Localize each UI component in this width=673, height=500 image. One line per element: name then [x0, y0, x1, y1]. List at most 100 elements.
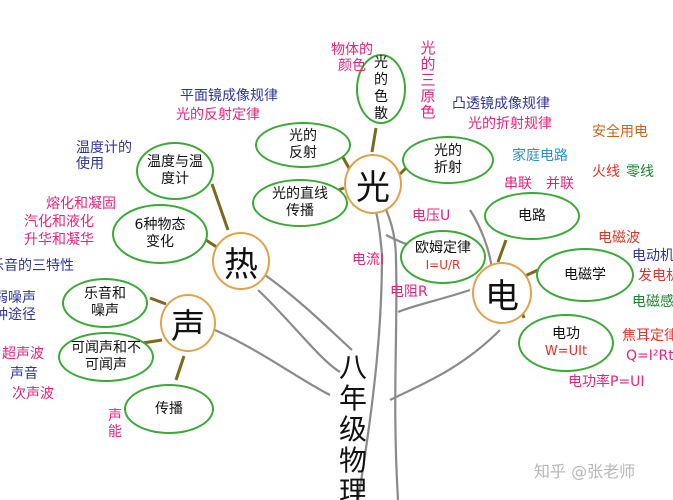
node-dian-dianci-text: 电磁学 [564, 266, 606, 283]
note-fadianji: 发电机 [638, 268, 673, 284]
trunk-split [389, 329, 501, 401]
node-dian-dianlu: 电路 [484, 192, 580, 240]
note-dianzu-text: 电阻R [390, 284, 428, 300]
trunk-left [356, 254, 384, 500]
node-sheng-kewen: 可闻声和不可闻声 [58, 332, 154, 382]
note-chaosheng: 超声波 [2, 346, 44, 362]
note-jiating: 家庭电路 [512, 148, 568, 164]
note-ronghua-text: 熔化和凝固 [46, 196, 116, 212]
note-chuanlian: 串联 [504, 176, 532, 192]
note-cisheng: 次声波 [12, 386, 54, 402]
node-sheng-yueyin: 乐音和噪声 [62, 278, 148, 328]
note-tutoujing-text: 凸透镜成像规律 [452, 96, 550, 112]
main-node-sheng-label: 声 [171, 306, 205, 347]
page-title-text: 八年级物理 [338, 351, 367, 500]
note-pingmianjing: 平面镜成像规律 [180, 88, 278, 104]
note-dianzu: 电阻R [390, 284, 428, 300]
note-fadianji-text: 发电机 [638, 268, 673, 284]
node-guang-zhixian: 光的直线传播 [252, 179, 348, 227]
note-sanxing: 乐音的三特性 [0, 258, 74, 274]
note-dianya-text: 电压U [412, 208, 451, 224]
main-node-dian: 电 [472, 262, 532, 324]
note-lingxian-text: 零线 [626, 164, 654, 180]
note-jiaoer-text: 焦耳定律 [622, 328, 673, 344]
watermark: 知乎 @张老师 [534, 458, 635, 482]
note-binglian-text: 并联 [546, 176, 574, 192]
node-dian-dianci: 电磁学 [536, 248, 634, 302]
note-ruozao-text: 减弱噪声 [0, 290, 36, 306]
note-diandongji-text: 电动机 [632, 248, 673, 264]
node-guang-sese-text: 光的色散 [374, 55, 388, 122]
note-dianya: 电压U [412, 208, 450, 224]
conn-yueyin [149, 296, 167, 306]
note-chuanlian-text: 串联 [504, 176, 532, 192]
note-huoxian-text: 火线 [592, 164, 620, 180]
node-guang-fanshe: 光的反射 [255, 122, 351, 168]
note-diandongji: 电动机 [632, 248, 673, 264]
node-sheng-chuanbo-text: 传播 [155, 400, 183, 417]
branch-re [264, 274, 353, 351]
node-dian-diangong-text: 电功 [552, 326, 580, 342]
note-wuti-text: 物体的颜色 [331, 42, 373, 74]
note-sanzhong-text: 三种途径 [0, 307, 36, 323]
page-title: 八年级物理 [336, 352, 370, 500]
node-guang-fanshe-text: 光的反射 [289, 128, 317, 161]
note-gonglv: 电功率P=UI [568, 374, 645, 390]
node-dian-oumu-text: 欧姆定律 [415, 240, 471, 256]
note-dianliu: 电流I [352, 252, 384, 268]
note-zheshe-guilv: 光的折射规律 [468, 116, 552, 132]
note-jiaoer: 焦耳定律 [622, 328, 673, 344]
note-pingmianjing-text: 平面镜成像规律 [180, 88, 278, 104]
branch-dian [397, 288, 471, 314]
main-node-dian-label: 电 [485, 276, 519, 317]
main-node-guang: 光 [344, 154, 402, 214]
note-fanshe-dinglv: 光的反射定律 [176, 107, 260, 123]
note-sanxing-text: 乐音的三特性 [0, 258, 74, 274]
note-dianliu-text: 电流I [352, 252, 385, 268]
main-node-re: 热 [212, 232, 270, 290]
note-sanyuanse: 光的三原色 [420, 40, 436, 120]
node-guang-zhixian-text: 光的直线传播 [272, 186, 328, 219]
node-guang-zheshe-text: 光的折射 [434, 143, 462, 176]
node-dian-w-formula: W=UIt [544, 344, 588, 359]
note-q-formula-text: Q=I²Rt [626, 348, 673, 364]
node-re-wendu-text: 温度与温度计 [147, 154, 203, 187]
note-shengyin-text: 声音 [10, 366, 38, 382]
watermark-text: 知乎 @张老师 [534, 462, 636, 481]
node-sheng-kewen-text: 可闻声和不可闻声 [71, 340, 141, 373]
note-shengyin: 声音 [10, 366, 38, 382]
note-shenghua-text: 升华和凝华 [24, 232, 94, 248]
note-tutoujing: 凸透镜成像规律 [452, 96, 550, 112]
note-q-formula: Q=I²Rt [626, 348, 673, 364]
note-fanshe-dinglv-text: 光的反射定律 [176, 107, 260, 123]
note-sanyuanse-text: 光的三原色 [420, 39, 436, 121]
conn-chuanbo [174, 355, 186, 381]
note-gonglv-text: 电功率P=UI [568, 374, 645, 390]
main-node-sheng: 声 [160, 294, 216, 352]
note-anquan: 安全用电 [592, 124, 648, 140]
note-shenghua: 升华和凝华 [24, 232, 94, 248]
node-sheng-chuanbo: 传播 [124, 384, 214, 434]
note-chaosheng-text: 超声波 [2, 346, 44, 362]
node-dian-diangong: 电功 W=UIt [518, 314, 614, 372]
note-wenduji: 温度计的使用 [76, 140, 132, 172]
note-jiating-text: 家庭电路 [512, 148, 568, 164]
note-diancigan-text: 电磁感应 [632, 294, 673, 310]
note-qihua: 汽化和液化 [24, 214, 94, 230]
node-re-wendu: 温度与温度计 [136, 142, 214, 200]
note-shengneng: 声能 [108, 408, 128, 440]
main-node-re-label: 热 [224, 244, 258, 285]
node-sheng-yueyin-text: 乐音和噪声 [84, 286, 126, 319]
note-anquan-text: 安全用电 [592, 124, 648, 140]
note-wenduji-text: 温度计的使用 [76, 140, 132, 172]
branch-re-2 [257, 289, 341, 373]
note-dianciibo-text: 电磁波 [598, 230, 640, 246]
note-ronghua: 熔化和凝固 [46, 196, 116, 212]
conn-dianlu [496, 239, 508, 263]
conn-sese [370, 127, 378, 153]
node-guang-sese: 光的色散 [356, 54, 406, 124]
branch-sheng [214, 328, 331, 396]
trunk-right [394, 259, 400, 500]
node-dian-formula-i: I=U/R [425, 258, 461, 272]
